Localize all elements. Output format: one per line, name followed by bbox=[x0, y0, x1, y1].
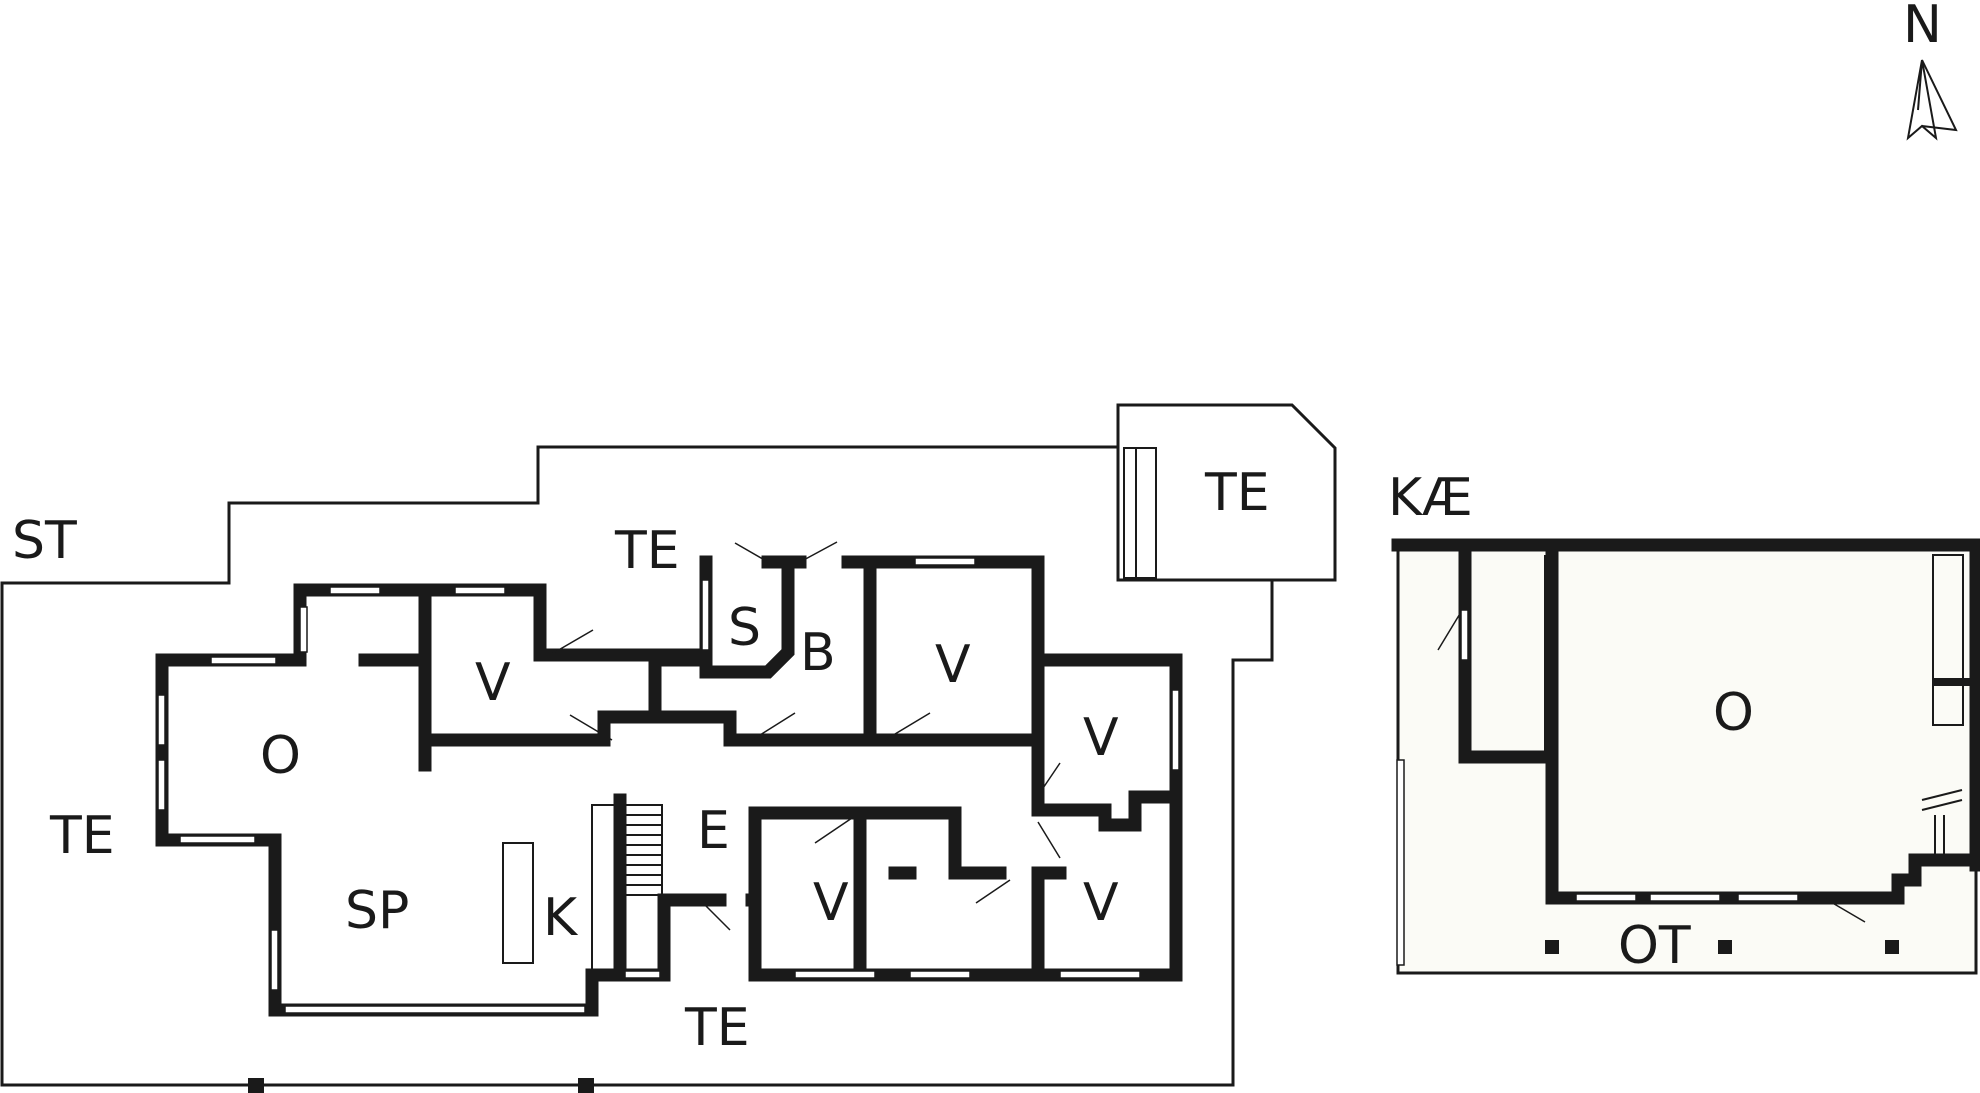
terrace-north-label: TE bbox=[614, 521, 680, 581]
stairs bbox=[591, 804, 663, 976]
windows bbox=[157, 557, 1180, 1014]
terrace-northeast-label: TE bbox=[1204, 463, 1270, 523]
annex-building bbox=[1391, 538, 1980, 975]
bedroom-3-label: V bbox=[1083, 708, 1119, 768]
bedroom-5-label: V bbox=[1083, 873, 1119, 933]
bathroom-label: B bbox=[800, 623, 836, 683]
entrance-label: E bbox=[697, 801, 730, 861]
bedroom-2-label: V bbox=[935, 635, 971, 695]
annex-porch-label: OT bbox=[1618, 916, 1691, 976]
room-labels: ST TE TE TE TE O SP K E S B V V V V V KÆ… bbox=[12, 463, 1754, 1058]
doors bbox=[549, 541, 1061, 931]
kitchen-label: K bbox=[543, 888, 579, 948]
sauna-label: S bbox=[728, 598, 761, 658]
annex-room-label: O bbox=[1713, 683, 1754, 743]
compass-arrow-icon bbox=[1906, 59, 1938, 141]
living-room-label: O bbox=[260, 726, 301, 786]
plot-outline bbox=[0, 403, 1337, 1093]
terrace-south-label: TE bbox=[684, 998, 750, 1058]
north-arrow: N bbox=[1903, 0, 1958, 141]
dining-room-label: SP bbox=[345, 881, 409, 941]
terrace-west-label: TE bbox=[49, 806, 115, 866]
bedroom-4-label: V bbox=[813, 873, 849, 933]
house-walls bbox=[155, 555, 1183, 1017]
bedroom-1-label: V bbox=[475, 653, 511, 713]
kitchen-island bbox=[502, 842, 534, 964]
annex-title-label: KÆ bbox=[1388, 468, 1473, 528]
outdoor-area-label: ST bbox=[12, 511, 77, 571]
compass-label: N bbox=[1903, 0, 1942, 55]
